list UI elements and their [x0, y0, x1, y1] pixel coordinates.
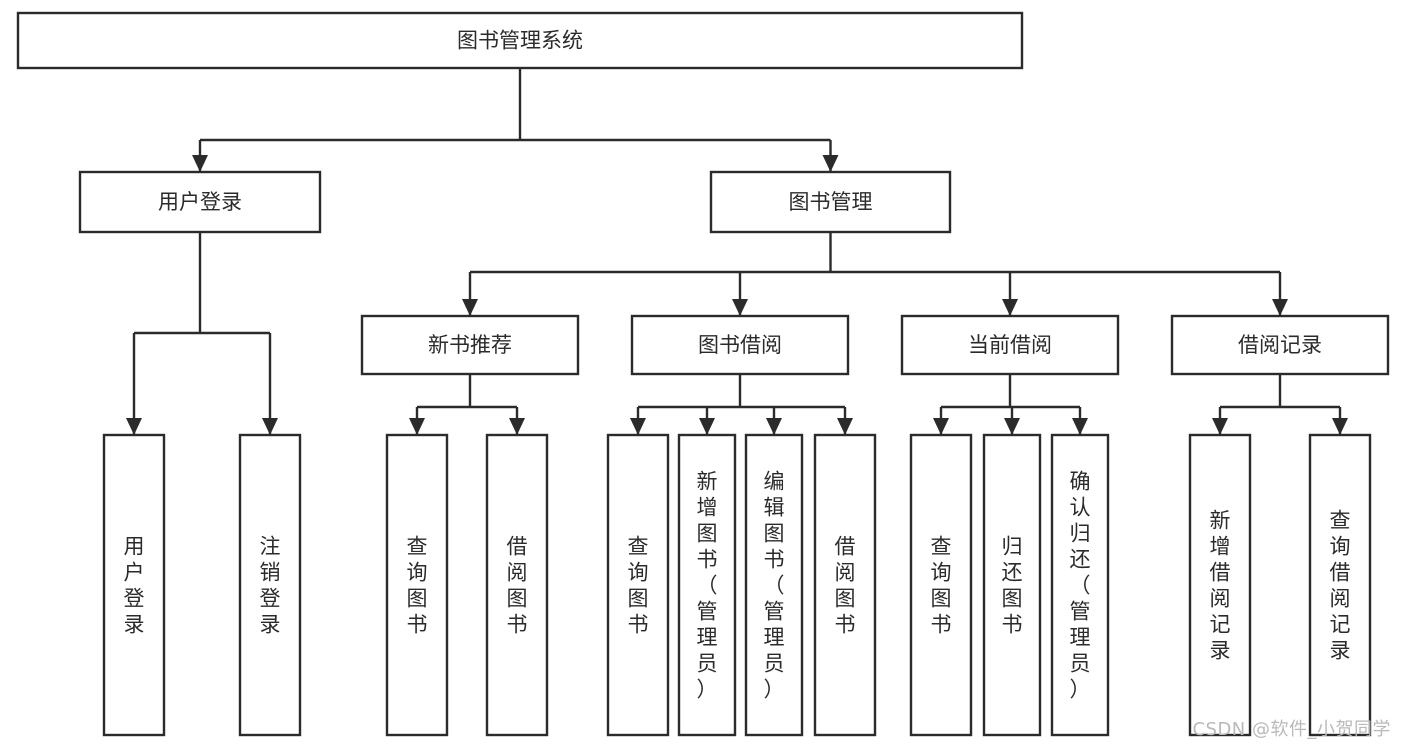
node-box-leaf-borrow-book-recommend	[485, 433, 549, 737]
node-root[interactable]: 图书管理系统	[16, 11, 1024, 70]
node-box-leaf-query-book-recommend	[385, 433, 449, 737]
node-leaf-logout-login[interactable]: 注销登录	[238, 433, 302, 737]
node-leaf-query-book-current[interactable]: 查询图书	[909, 433, 973, 737]
node-box-leaf-confirm-return-admin	[1050, 433, 1110, 737]
node-box-leaf-query-book-borrow	[606, 433, 670, 737]
node-leaf-query-borrow-record[interactable]: 查询借阅记录	[1308, 433, 1372, 737]
connector-root-to-level2-bus	[192, 68, 839, 172]
node-label-book-borrow: 图书借阅	[698, 333, 782, 357]
node-box-leaf-query-book-current	[909, 433, 973, 737]
node-new-book-recommend[interactable]: 新书推荐	[360, 314, 580, 376]
node-layer: 图书管理系统用户登录图书管理新书推荐图书借阅当前借阅借阅记录用户登录注销登录查询…	[16, 11, 1390, 737]
node-box-root	[16, 11, 1024, 70]
node-label-leaf-query-book-current: 查询图书	[931, 534, 952, 636]
arrow-head-icon	[699, 418, 715, 435]
arrow-head-icon	[262, 418, 278, 435]
node-leaf-query-book-recommend[interactable]: 查询图书	[385, 433, 449, 737]
csdn-watermark: CSDN @软件_小贺同学	[1192, 719, 1391, 740]
arrow-head-icon	[933, 418, 949, 435]
arrow-head-icon	[766, 418, 782, 435]
arrow-head-icon	[462, 299, 478, 316]
node-box-leaf-query-borrow-record	[1308, 433, 1372, 737]
node-leaf-confirm-return-admin[interactable]: 确认归还（管理员）	[1050, 433, 1110, 737]
node-leaf-borrow-book[interactable]: 借阅图书	[813, 433, 877, 737]
arrow-head-icon	[1072, 418, 1088, 435]
connector-recommend-to-leaves-bus	[409, 374, 525, 435]
node-box-new-book-recommend	[360, 314, 580, 376]
node-box-book-management	[709, 170, 952, 234]
node-label-new-book-recommend: 新书推荐	[428, 333, 512, 357]
node-box-borrow-record	[1170, 314, 1390, 376]
node-label-user-login: 用户登录	[158, 190, 242, 214]
arrow-head-icon	[409, 418, 425, 435]
node-label-leaf-add-book-admin: 新增图书（管理员）	[697, 469, 718, 701]
node-book-borrow[interactable]: 图书借阅	[630, 314, 850, 376]
connector-layer	[126, 68, 1348, 435]
arrow-head-icon	[1332, 418, 1348, 435]
node-borrow-record[interactable]: 借阅记录	[1170, 314, 1390, 376]
arrow-head-icon	[126, 418, 142, 435]
node-box-book-borrow	[630, 314, 850, 376]
node-label-leaf-query-borrow-record: 查询借阅记录	[1330, 508, 1351, 662]
arrow-head-icon	[630, 418, 646, 435]
arrow-head-icon	[1212, 418, 1228, 435]
node-label-leaf-confirm-return-admin: 确认归还（管理员）	[1070, 469, 1091, 701]
node-leaf-user-login[interactable]: 用户登录	[102, 433, 166, 737]
node-current-borrow[interactable]: 当前借阅	[900, 314, 1120, 376]
node-leaf-query-book-borrow[interactable]: 查询图书	[606, 433, 670, 737]
node-leaf-borrow-book-recommend[interactable]: 借阅图书	[485, 433, 549, 737]
node-box-leaf-edit-book-admin	[744, 433, 804, 737]
arrow-head-icon	[192, 155, 208, 172]
node-box-leaf-add-borrow-record	[1188, 433, 1252, 737]
arrow-head-icon	[732, 299, 748, 316]
node-label-leaf-return-book: 归还图书	[1002, 534, 1023, 636]
node-box-current-borrow	[900, 314, 1120, 376]
node-label-borrow-record: 借阅记录	[1238, 333, 1322, 357]
connector-userlogin-to-leaves-bus	[126, 232, 278, 435]
node-label-leaf-edit-book-admin: 编辑图书（管理员）	[764, 469, 785, 701]
node-label-leaf-query-book-borrow: 查询图书	[628, 534, 649, 636]
arrow-head-icon	[837, 418, 853, 435]
connector-borrow-to-leaves-bus	[630, 374, 853, 435]
arrow-head-icon	[1272, 299, 1288, 316]
node-box-user-login	[78, 170, 322, 234]
node-label-leaf-borrow-book: 借阅图书	[835, 534, 856, 636]
node-box-leaf-borrow-book	[813, 433, 877, 737]
node-leaf-add-borrow-record[interactable]: 新增借阅记录	[1188, 433, 1252, 737]
node-user-login[interactable]: 用户登录	[78, 170, 322, 234]
node-leaf-edit-book-admin[interactable]: 编辑图书（管理员）	[744, 433, 804, 737]
node-label-leaf-add-borrow-record: 新增借阅记录	[1210, 508, 1231, 662]
node-leaf-return-book[interactable]: 归还图书	[982, 433, 1042, 737]
node-label-leaf-borrow-book-recommend: 借阅图书	[507, 534, 528, 636]
node-book-management[interactable]: 图书管理	[709, 170, 952, 234]
arrow-head-icon	[509, 418, 525, 435]
node-label-current-borrow: 当前借阅	[968, 333, 1052, 357]
node-box-leaf-user-login	[102, 433, 166, 737]
arrow-head-icon	[1002, 299, 1018, 316]
node-label-root: 图书管理系统	[457, 29, 583, 53]
arrow-head-icon	[1004, 418, 1020, 435]
node-box-leaf-return-book	[982, 433, 1042, 737]
node-label-leaf-logout-login: 注销登录	[260, 534, 281, 636]
connector-current-to-leaves-bus	[933, 374, 1088, 435]
node-box-leaf-add-book-admin	[677, 433, 737, 737]
node-label-book-management: 图书管理	[789, 190, 873, 214]
connector-bookmgmt-to-level3-bus	[462, 232, 1288, 316]
node-leaf-add-book-admin[interactable]: 新增图书（管理员）	[677, 433, 737, 737]
connector-record-to-leaves-bus	[1212, 374, 1348, 435]
arrow-head-icon	[822, 155, 839, 172]
node-label-leaf-query-book-recommend: 查询图书	[407, 534, 428, 636]
node-label-leaf-user-login: 用户登录	[124, 534, 145, 636]
node-box-leaf-logout-login	[238, 433, 302, 737]
